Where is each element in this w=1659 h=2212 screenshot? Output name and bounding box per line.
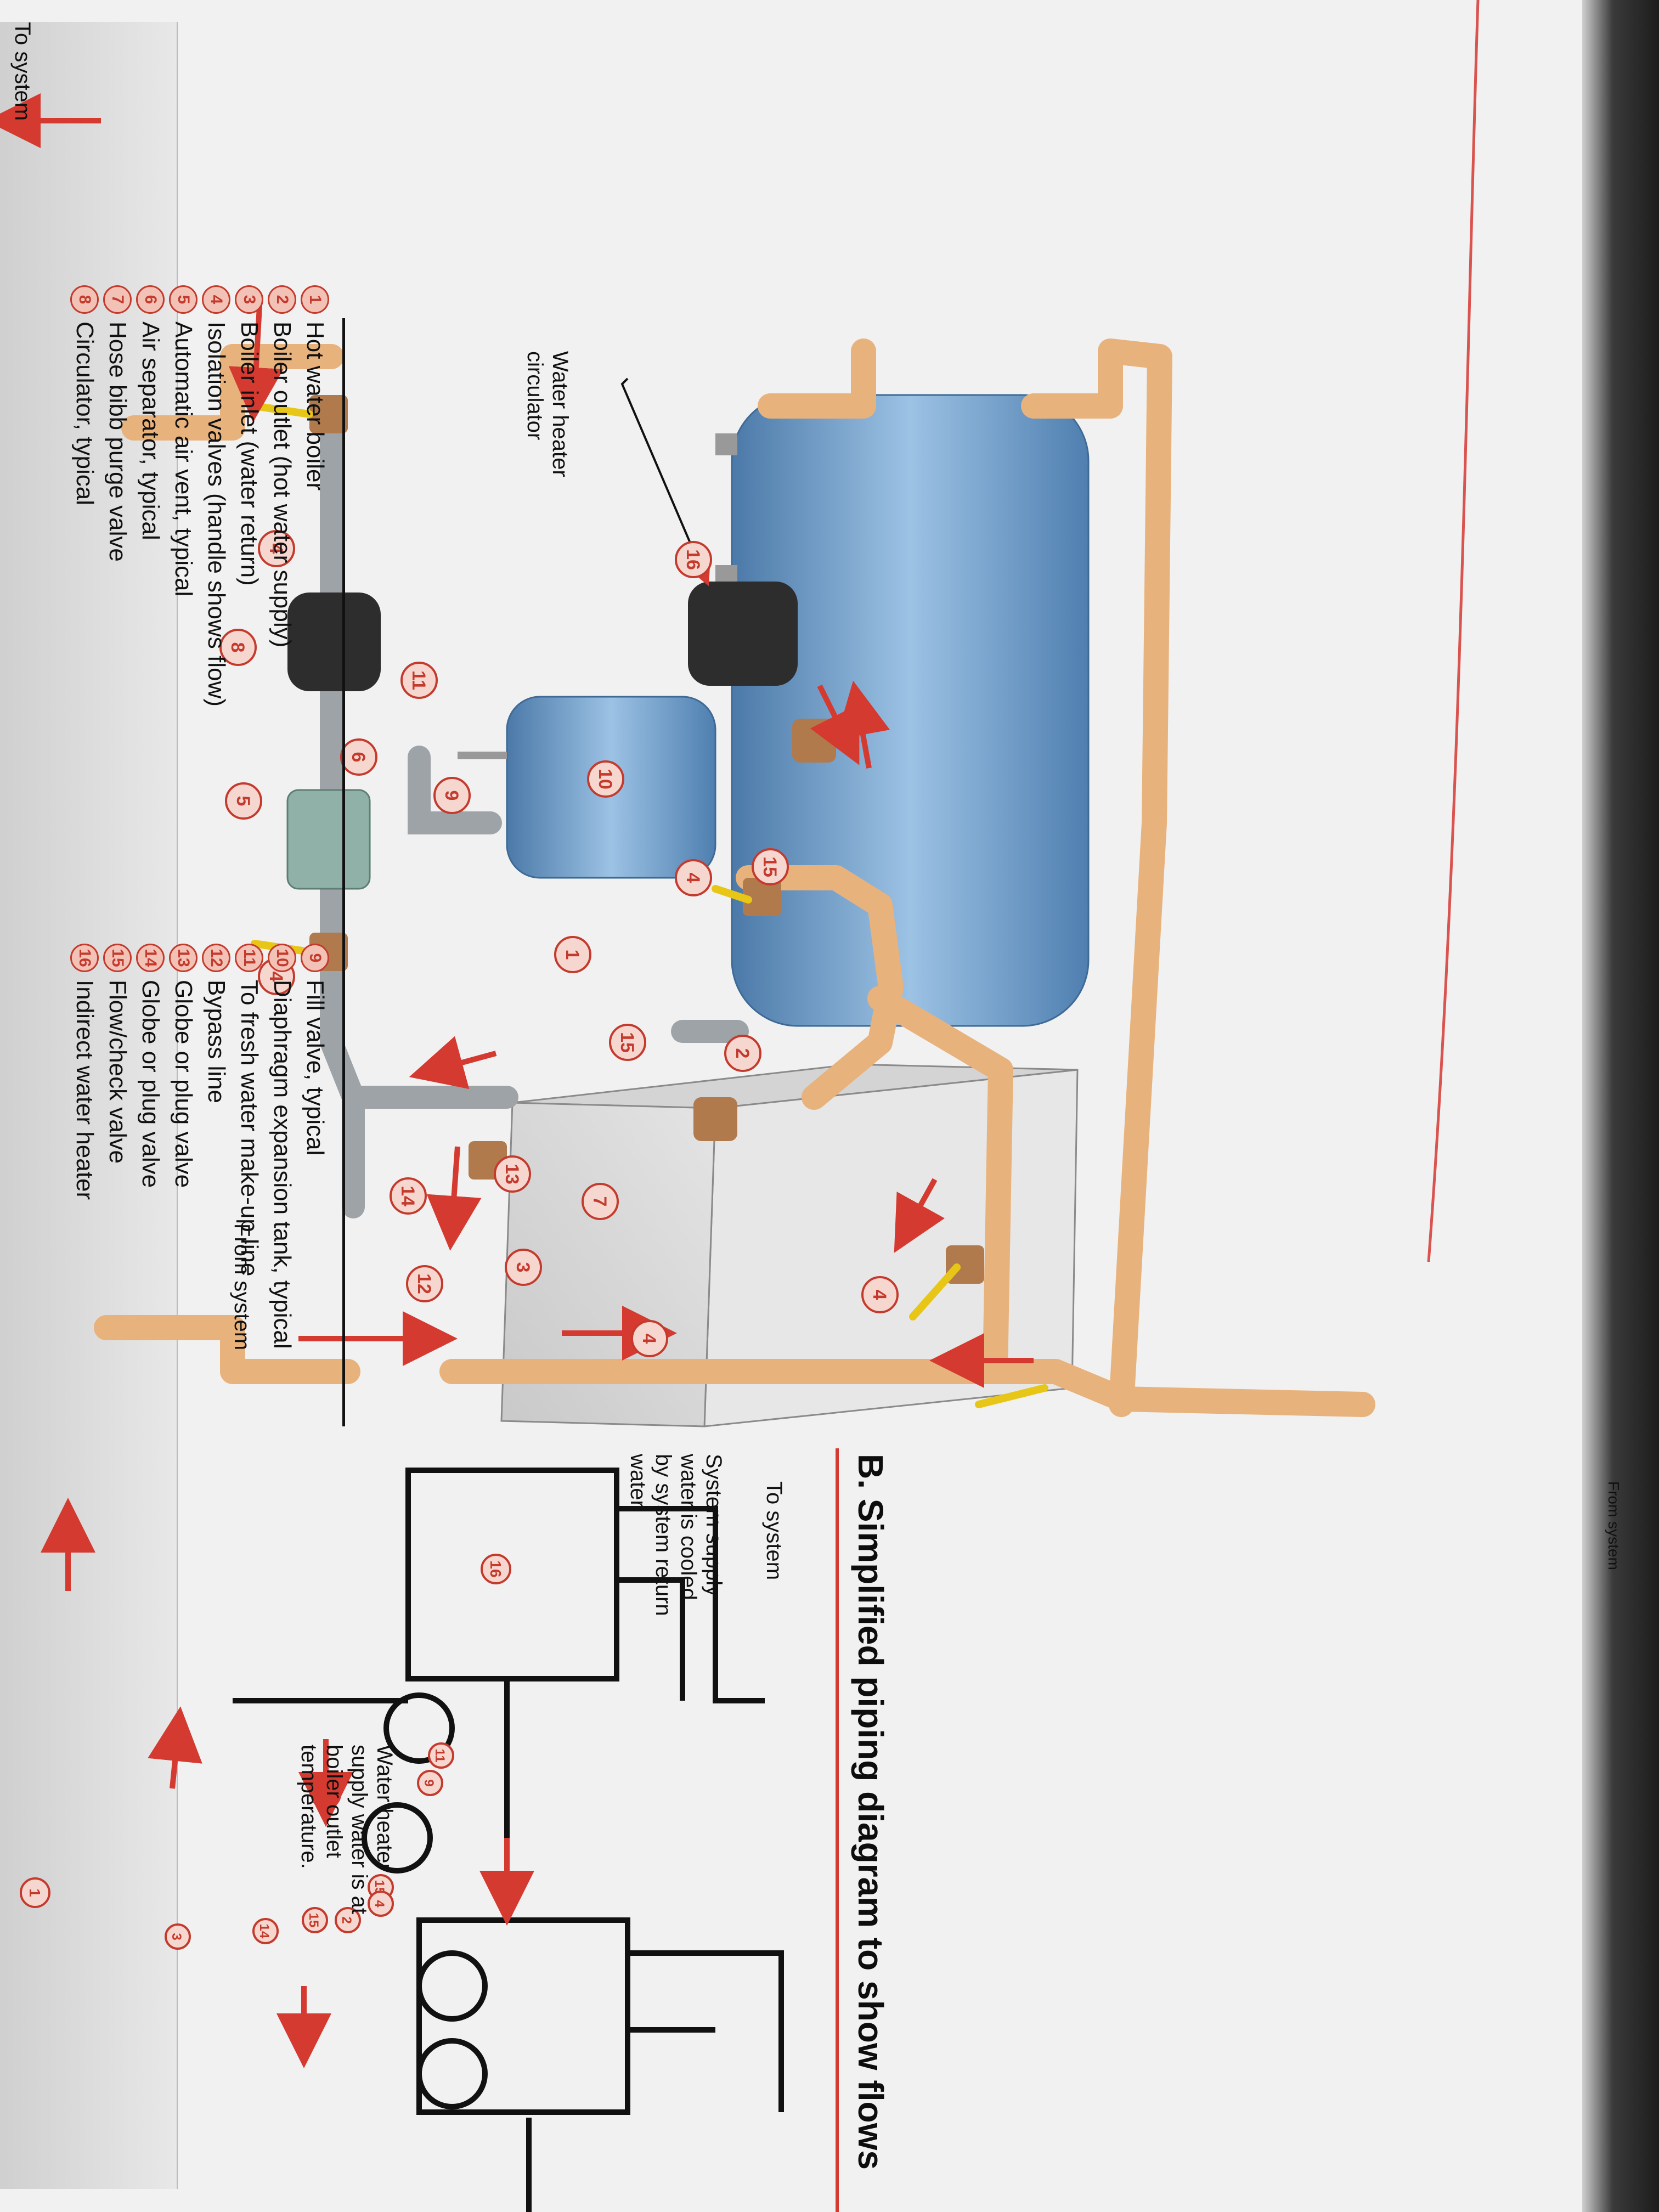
- heater-supply-note: Water heater supply water is at boiler o…: [297, 1745, 397, 1915]
- svg-text:13: 13: [501, 1164, 522, 1184]
- svg-text:4: 4: [266, 972, 286, 982]
- svg-text:3: 3: [169, 1933, 184, 1940]
- svg-text:15: 15: [617, 1032, 637, 1053]
- svg-text:11: 11: [408, 670, 429, 690]
- svg-text:12: 12: [414, 1273, 435, 1294]
- svg-text:4: 4: [869, 1290, 890, 1300]
- svg-text:2: 2: [339, 1916, 354, 1923]
- callout-numbers: 1 2 3 4 4 4 4 4 5 6 7 8 9 10 11 12 13 14…: [219, 530, 899, 1357]
- water-heater-circulator-label: Water heater circulator: [523, 351, 572, 477]
- air-separator: [286, 789, 371, 890]
- svg-text:15: 15: [759, 856, 780, 877]
- margin-line: [1427, 0, 1480, 1262]
- svg-text:1: 1: [562, 950, 583, 960]
- schematic-numbers: 16 1 10 11 9 15 15 4 2 3 14: [20, 1554, 511, 1950]
- svg-text:14: 14: [397, 1186, 418, 1206]
- schematic-arrows: [41, 1498, 534, 2068]
- svg-text:4: 4: [682, 873, 703, 883]
- svg-text:1: 1: [26, 1888, 43, 1897]
- svg-text:9: 9: [441, 791, 462, 801]
- circulator-pumps: [287, 582, 798, 691]
- system-supply-note: System supply water is cooled by system …: [626, 1454, 726, 1616]
- expansion-tank: [458, 696, 716, 879]
- svg-text:11: 11: [432, 1748, 447, 1762]
- copper-piping: [94, 338, 1375, 1417]
- section-b-underline: [836, 1448, 839, 2212]
- svg-text:16: 16: [487, 1560, 504, 1577]
- svg-text:4: 4: [372, 1900, 387, 1908]
- flow-arrows: [0, 93, 1034, 1388]
- svg-text:7: 7: [589, 1197, 610, 1207]
- svg-text:10: 10: [595, 769, 616, 789]
- svg-text:8: 8: [227, 642, 248, 653]
- indirect-water-heater: [715, 394, 1090, 1027]
- svg-text:9: 9: [421, 1779, 436, 1786]
- svg-text:4: 4: [639, 1334, 659, 1344]
- to-system-top-label: To system: [10, 22, 35, 121]
- svg-text:14: 14: [257, 1924, 272, 1939]
- svg-text:15: 15: [306, 1913, 321, 1928]
- from-system-b-label: From system: [1605, 1481, 1622, 1570]
- to-system-b-label: To system: [762, 1481, 786, 1581]
- svg-text:2: 2: [732, 1048, 753, 1059]
- simplified-schematic: [233, 1468, 784, 2212]
- circulator-leader: [620, 377, 710, 586]
- svg-text:6: 6: [348, 752, 369, 763]
- section-b-title: B. Simplified piping diagram to show flo…: [851, 1454, 890, 2170]
- legend-rule: [342, 318, 345, 1426]
- svg-text:5: 5: [233, 796, 253, 806]
- svg-text:3: 3: [512, 1262, 533, 1273]
- svg-text:16: 16: [682, 549, 703, 570]
- svg-text:4: 4: [266, 544, 286, 554]
